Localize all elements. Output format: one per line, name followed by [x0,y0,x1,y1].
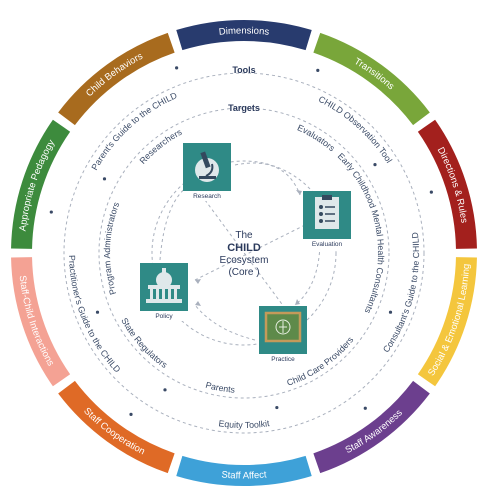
ring-segment-appropriate-pedagogy [11,119,71,249]
ring-segment-child-behaviors [58,32,175,126]
ring-segment-transitions [313,32,430,126]
target-label: Researchers [137,127,184,166]
ring-dot [316,68,320,72]
ring-segment-label: Staff Awareness [344,407,405,456]
target-label: Parents [204,380,235,395]
node-practice-label: Practice [271,356,295,363]
clipboard-icon [315,195,339,229]
node-policy-label: Policy [155,313,173,320]
ring-dot [429,190,433,194]
ring-segment-staff-cooperation [58,380,175,474]
ring-dot [388,310,393,314]
core-ring-circle [151,160,337,346]
ring-dot [102,177,107,181]
node-practice: Practice [259,306,307,364]
ring-dot [49,210,53,214]
arrow-practice-policy [194,304,256,341]
ring-segment-staff-awareness [313,380,430,474]
ring-dot [129,412,133,416]
arrow-policy-research [159,184,191,261]
ring-dot [373,163,377,167]
ring-dots [49,66,433,416]
arrow-research-evaluation [234,162,301,196]
tool-label: Practitioner's Guide to the CHILD [67,255,123,375]
tools-ring-circle [63,72,425,434]
ring-segment-staff-affect [176,455,312,486]
ring-segment-social-emotional-learning [417,257,477,387]
ring-dot [95,310,100,314]
node-research-label: Research [193,193,221,200]
core-line4: (Core ) [228,267,259,278]
core-label: The CHILD Ecosystem (Core ) [220,230,269,278]
core-line3: Ecosystem [220,255,269,266]
target-label: Program Administrators [102,200,122,296]
tool-label: CHILD Observation Tool [317,94,394,165]
ring-segment-directions-rules [417,119,477,249]
tool-label: Equity Toolkit [218,418,271,430]
tool-label: Consultant's Guide to the CHILD [381,232,421,355]
ring-segment-dimensions [176,20,312,51]
node-evaluation: Evaluation [303,191,351,249]
microscope-icon [195,151,219,182]
tool-label: Parent's Guide to the CHILD [89,90,178,172]
ring-segment-label: Child Behaviors [84,51,145,99]
ring-segment-staff-child-interactions [11,257,71,387]
tools-heading: Tools [232,65,255,75]
targets-heading: Targets [228,103,260,113]
ring-dot [175,66,179,70]
core-line1: The [235,230,253,241]
chalkboard-icon [264,311,302,343]
core-line2: CHILD [227,242,261,254]
ring-segment-label: Dimensions [218,26,270,38]
ring-segment-label: Staff Affect [221,469,268,481]
ring-dot [163,388,167,392]
node-research: Research [183,143,231,201]
arrow-evaluation-practice [294,239,321,306]
node-policy: Policy [140,263,188,321]
target-label: State Regulators [119,316,169,370]
targets-ring-circle [98,107,390,399]
capitol-icon [146,268,182,303]
ring-dot [363,406,367,410]
ring-segment-label: Staff Cooperation [81,406,146,458]
node-evaluation-label: Evaluation [312,241,343,248]
ring-dot [275,405,279,410]
arrow-evaluation-policy [194,224,306,281]
